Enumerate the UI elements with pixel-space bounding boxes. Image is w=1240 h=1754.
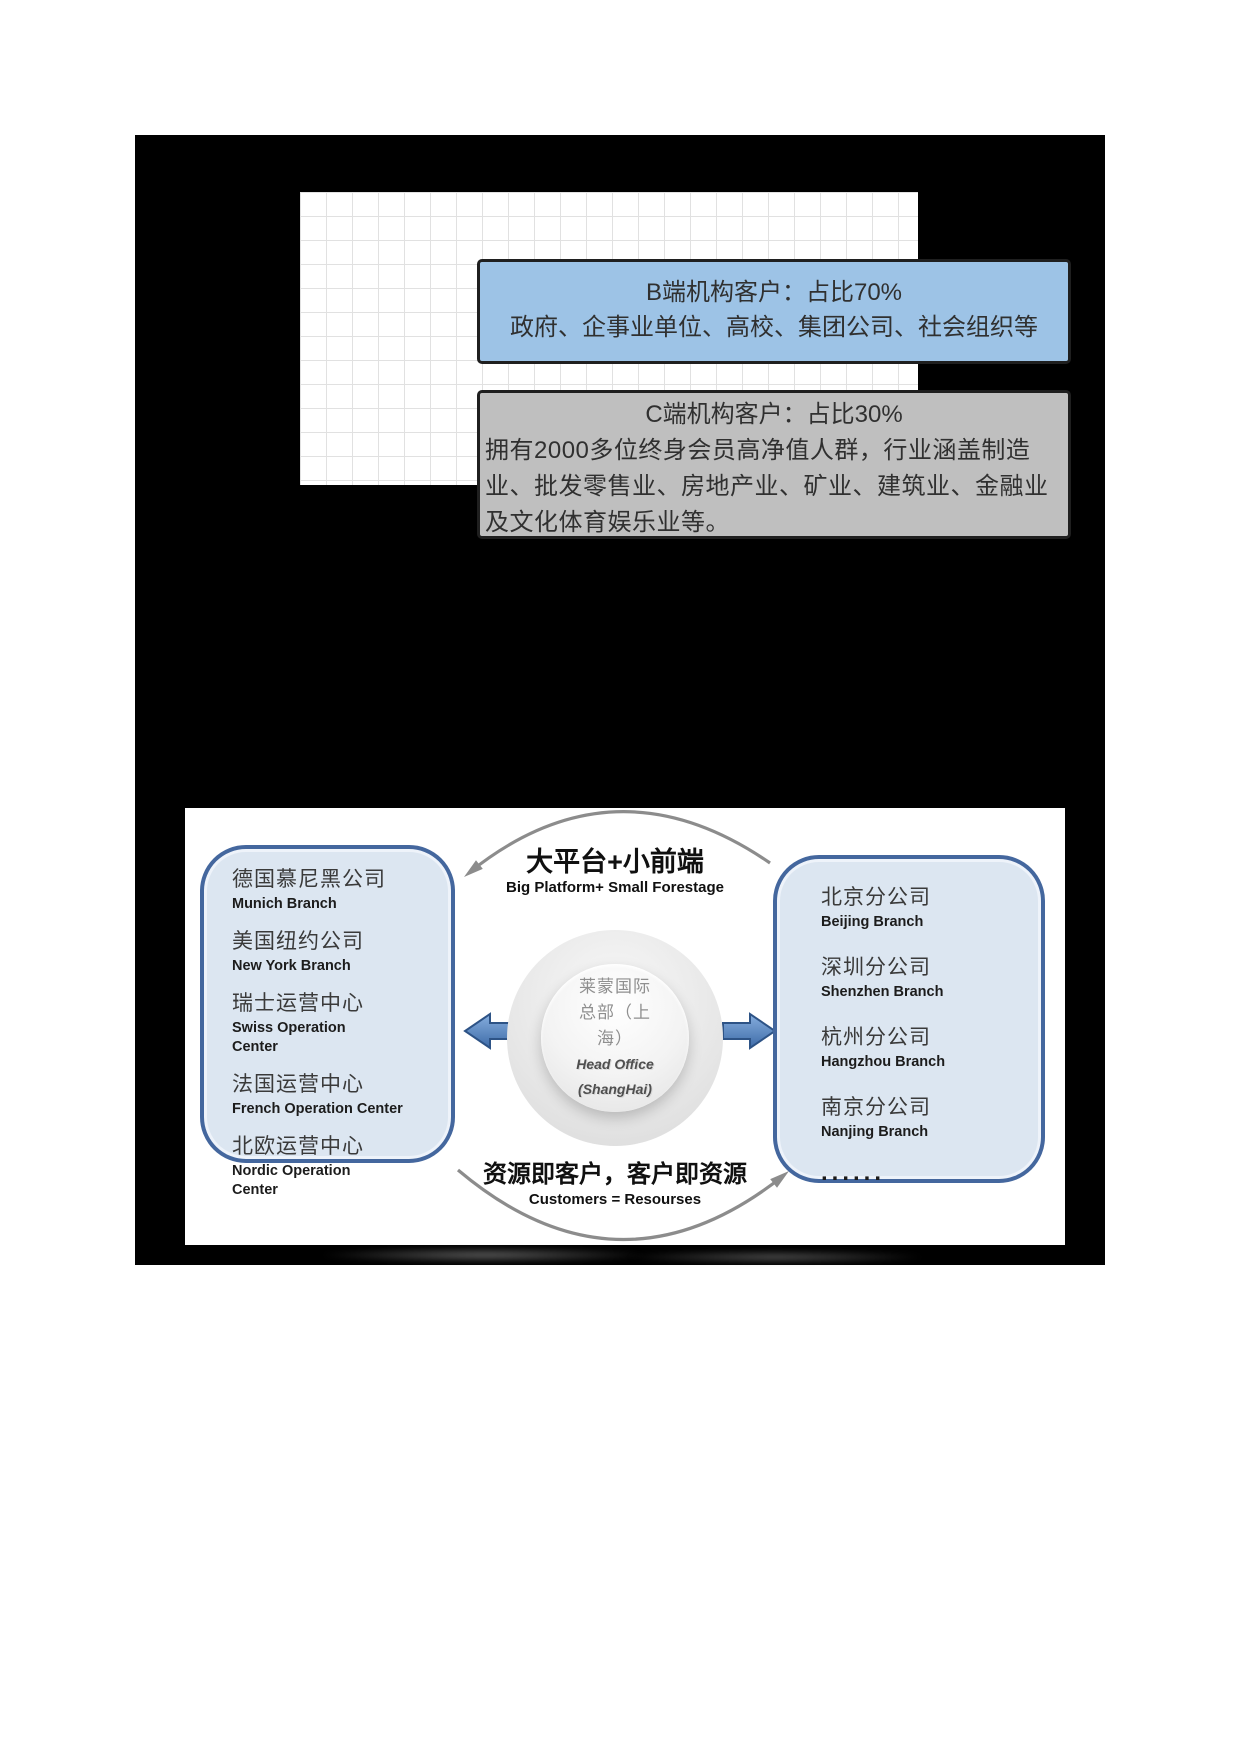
org-name-zh: 南京分公司 xyxy=(821,1096,931,1119)
org-name-en: New York Branch xyxy=(232,958,351,974)
org-name-zh: 法国运营中心 xyxy=(232,1073,364,1096)
org-name-zh: 美国纽约公司 xyxy=(232,930,364,953)
list-item: 法国运营中心 French Operation Center xyxy=(232,1070,451,1119)
org-name-zh: 北京分公司 xyxy=(821,886,931,909)
hub-name-zh-3: 海） xyxy=(597,1029,633,1048)
hub-sphere-core: 莱蒙国际 总部（上 海） Head Office (ShangHai) xyxy=(541,964,689,1112)
org-name-en: Shenzhen Branch xyxy=(821,984,944,1000)
hub-sphere: 莱蒙国际 总部（上 海） Head Office (ShangHai) xyxy=(507,930,723,1146)
hub-name-en-1: Head Office xyxy=(576,1056,654,1072)
list-item: 深圳分公司 Shenzhen Branch xyxy=(821,953,1041,1002)
list-item: 北欧运营中心 Nordic Operation Center xyxy=(232,1132,451,1200)
slide-black-canvas: B端机构客户：占比70% 政府、企事业单位、高校、集团公司、社会组织等 C端机构… xyxy=(135,135,1105,1265)
hub-name-en-2: (ShangHai) xyxy=(578,1081,652,1097)
org-name-en: Hangzhou Branch xyxy=(821,1054,946,1070)
slogan-top-en: Big Platform+ Small Forestage xyxy=(506,879,724,896)
domestic-branches-box: 北京分公司 Beijing Branch 深圳分公司 Shenzhen Bran… xyxy=(773,855,1045,1186)
list-item: 瑞士运营中心 Swiss Operation Center xyxy=(232,989,451,1057)
panel-shadow-right xyxy=(625,1250,925,1264)
cycle-arc-top xyxy=(469,810,771,874)
slogan-top: 大平台+小前端 Big Platform+ Small Forestage xyxy=(365,846,865,897)
b-customers-box: B端机构客户：占比70% 政府、企事业单位、高校、集团公司、社会组织等 xyxy=(477,259,1071,364)
cycle-arc-bottom xyxy=(456,1168,784,1242)
more-branches-ellipsis: ...... xyxy=(821,1159,886,1186)
org-name-zh: 北欧运营中心 xyxy=(232,1135,364,1158)
b-customers-subtitle: 政府、企事业单位、高校、集团公司、社会组织等 xyxy=(510,314,1038,341)
spreadsheet-grid-band: B端机构客户：占比70% 政府、企事业单位、高校、集团公司、社会组织等 C端机构… xyxy=(300,192,1071,539)
list-item: 美国纽约公司 New York Branch xyxy=(232,927,451,976)
hub-name-zh-1: 莱蒙国际 xyxy=(579,977,651,996)
cycle-arc-bottom-arrowhead-icon xyxy=(770,1171,789,1188)
c-customers-title: C端机构客户：占比30% xyxy=(645,401,903,428)
panel-shadow-left xyxy=(320,1247,650,1263)
list-item: 北京分公司 Beijing Branch xyxy=(821,883,1041,932)
org-name-zh: 深圳分公司 xyxy=(821,956,931,979)
slogan-bottom-zh: 资源即客户，客户即资源 xyxy=(483,1161,747,1188)
org-name-zh: 德国慕尼黑公司 xyxy=(232,868,386,891)
org-name-en: Beijing Branch xyxy=(821,914,924,930)
cycle-arc-top-arrowhead-icon xyxy=(464,860,483,877)
b-customers-title: B端机构客户：占比70% xyxy=(645,279,903,306)
list-item: 南京分公司 Nanjing Branch xyxy=(821,1093,1041,1142)
slogan-bottom-en: Customers = Resourses xyxy=(528,1191,702,1208)
org-name-zh: 杭州分公司 xyxy=(821,1026,931,1049)
hub-name-zh-2: 总部（上 xyxy=(579,1003,651,1022)
org-name-en: Munich Branch xyxy=(232,896,337,912)
org-name-en: French Operation Center xyxy=(232,1101,403,1117)
org-name-en: Nordic Operation Center xyxy=(232,1163,351,1198)
right-arrow-icon xyxy=(722,1012,777,1050)
org-name-zh: 瑞士运营中心 xyxy=(232,992,364,1015)
diagram-arcs-and-arrows xyxy=(456,810,789,1242)
slogan-top-zh: 大平台+小前端 xyxy=(526,847,704,877)
org-name-en: Swiss Operation Center xyxy=(232,1020,346,1055)
overseas-branches-box: 德国慕尼黑公司 Munich Branch 美国纽约公司 New York Br… xyxy=(200,845,455,1198)
c-customers-body: 拥有2000多位终身会员高净值人群，行业涵盖制造业、批发零售业、房地产业、矿业、… xyxy=(485,437,1049,536)
org-diagram-panel: 大平台+小前端 Big Platform+ Small Forestage 莱蒙… xyxy=(185,808,1065,1245)
list-item: 杭州分公司 Hangzhou Branch xyxy=(821,1023,1041,1072)
org-name-en: Nanjing Branch xyxy=(821,1124,929,1140)
slogan-bottom: 资源即客户，客户即资源 Customers = Resourses xyxy=(365,1160,865,1209)
c-customers-box: C端机构客户：占比30% 拥有2000多位终身会员高净值人群，行业涵盖制造业、批… xyxy=(477,390,1071,539)
list-item: 德国慕尼黑公司 Munich Branch xyxy=(232,865,451,914)
